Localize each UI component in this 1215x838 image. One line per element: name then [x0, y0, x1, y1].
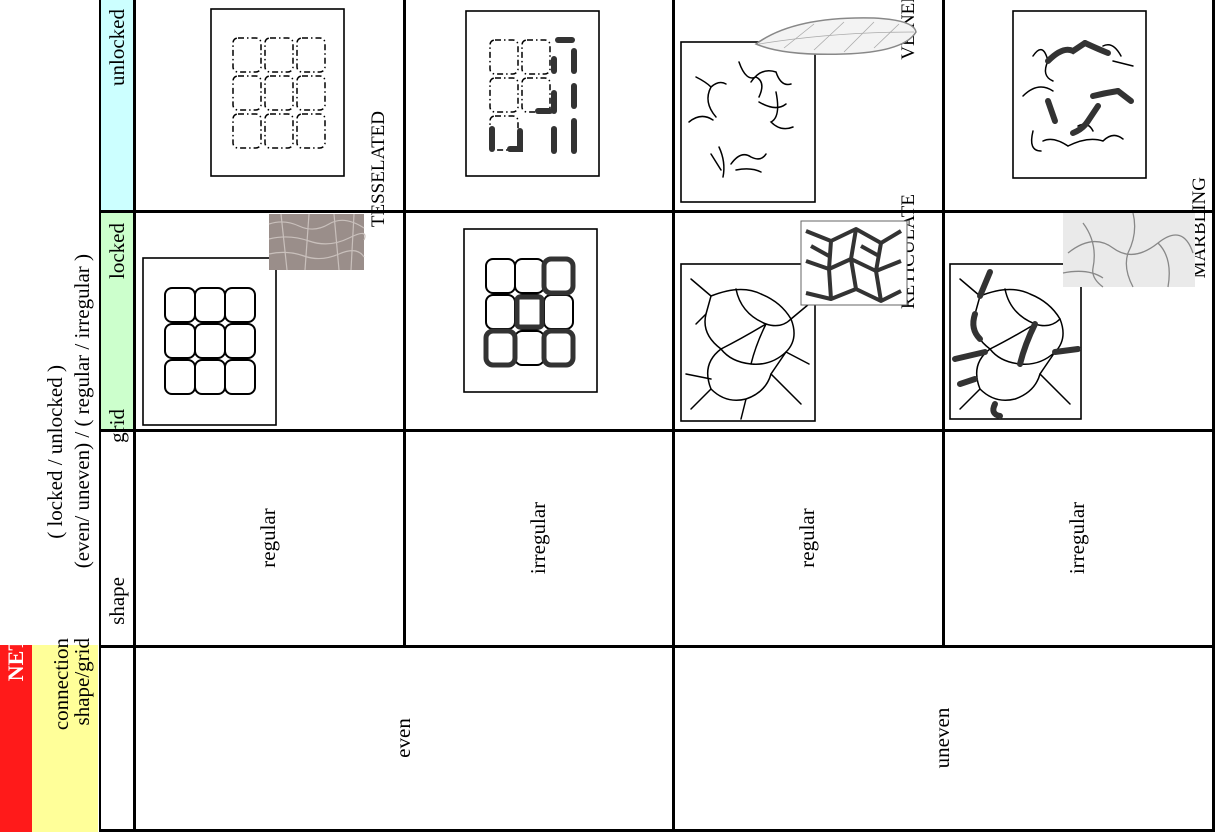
- regular-unlocked-grid-illustration: [211, 9, 344, 176]
- divider: [99, 0, 101, 832]
- leaf-wing-image: [754, 14, 918, 58]
- row-label-locked: locked: [103, 223, 131, 423]
- regular-locked-grid-illustration: [143, 258, 276, 425]
- row-label-unlocked: unlocked: [103, 9, 131, 209]
- reticulate-texture-image: [801, 221, 907, 305]
- irregular-locked-grid-illustration: [464, 229, 597, 392]
- grid-value-2: irregular: [524, 438, 552, 638]
- connection-values-label: ( locked / unlocked ): [41, 365, 69, 665]
- row-label-shape: shape: [103, 577, 131, 777]
- shape-grid-values-label: (even/ uneven) / ( regular / irregular ): [68, 254, 96, 654]
- reticulate-locked-illustration: [681, 264, 815, 421]
- divider: [672, 0, 675, 832]
- shape-value-even: even: [389, 638, 417, 838]
- divider: [99, 210, 1215, 213]
- irregular-unlocked-veins-illustration: [1013, 11, 1146, 178]
- pattern-name-tesselated: TESSELATED: [366, 111, 392, 351]
- regular-unlocked-veins-illustration: [681, 42, 815, 202]
- shape-value-uneven: uneven: [928, 638, 956, 838]
- marbling-texture-image: [1063, 213, 1195, 287]
- grid-value-3: regular: [793, 438, 821, 638]
- paving-texture-image: [269, 214, 364, 270]
- divider: [403, 0, 406, 645]
- irregular-unlocked-grid-illustration: [466, 11, 599, 176]
- grid-value-4: irregular: [1063, 438, 1091, 638]
- net-label: NET: [0, 636, 32, 836]
- divider: [942, 0, 945, 645]
- grid-value-1: regular: [254, 438, 282, 638]
- divider: [99, 645, 1215, 648]
- divider: [133, 0, 136, 832]
- marbling-locked-illustration: [950, 264, 1081, 419]
- divider: [99, 429, 1215, 432]
- shape-grid-label: shape/grid: [67, 638, 97, 838]
